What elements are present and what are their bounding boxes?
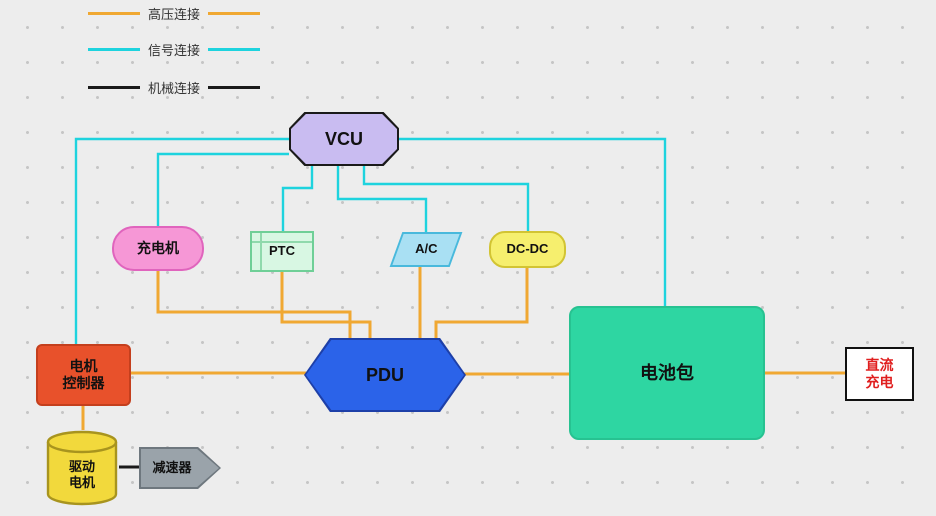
node-ptc: PTC bbox=[250, 231, 314, 272]
mechanical-line-swatch bbox=[208, 86, 261, 89]
charger-label: 充电机 bbox=[137, 239, 179, 256]
legend-item-high-voltage: 高压连接 bbox=[88, 4, 261, 23]
high-voltage-line-swatch bbox=[208, 12, 261, 15]
motor-controller-label: 电机 控制器 bbox=[62, 357, 105, 392]
hv-charger-pdu bbox=[156, 271, 352, 340]
signal-vcu-dcdc bbox=[362, 166, 530, 231]
node-drive-motor: 驱动 电机 bbox=[45, 429, 119, 507]
legend-label: 高压连接 bbox=[148, 7, 201, 22]
hv-ptc-pdu bbox=[280, 272, 372, 340]
pdu-shape bbox=[306, 340, 464, 410]
node-ac: A/C bbox=[389, 232, 463, 267]
dc-charging-label: 直流 充电 bbox=[865, 356, 894, 391]
high-voltage-line-swatch bbox=[88, 12, 140, 15]
battery-pack-label: 电池包 bbox=[640, 362, 694, 383]
reducer-label: 减速器 bbox=[152, 459, 192, 475]
legend-item-mechanical: 机械连接 bbox=[88, 78, 261, 97]
legend-item-signal: 信号连接 bbox=[88, 40, 261, 59]
signal-vcu-battery bbox=[399, 137, 667, 306]
signal-vcu-ptc bbox=[281, 166, 314, 231]
drive-motor-cylinder-shape bbox=[46, 430, 118, 506]
node-vcu: VCU bbox=[289, 112, 399, 166]
node-battery-pack: 电池包 bbox=[569, 306, 765, 440]
signal-line-swatch bbox=[88, 48, 140, 51]
mechanical-line-swatch bbox=[88, 86, 140, 89]
signal-line-swatch bbox=[208, 48, 261, 51]
ac-label: A/C bbox=[414, 241, 438, 257]
drive-motor-label: 驱动 电机 bbox=[68, 458, 95, 490]
vcu-label: VCU bbox=[324, 128, 363, 149]
node-dcdc: DC-DC bbox=[489, 231, 566, 268]
node-motor-controller: 电机 控制器 bbox=[36, 344, 131, 406]
ptc-label: PTC bbox=[269, 243, 295, 259]
dcdc-label: DC-DC bbox=[506, 241, 549, 257]
node-charger: 充电机 bbox=[112, 226, 204, 271]
node-dc-charging: 直流 充电 bbox=[845, 347, 914, 401]
legend-label: 信号连接 bbox=[148, 43, 201, 58]
hv-dcdc-pdu bbox=[434, 268, 529, 340]
node-pdu: PDU bbox=[304, 338, 466, 412]
signal-vcu-charger bbox=[156, 152, 289, 226]
signal-vcu-motor-controller bbox=[74, 137, 289, 344]
vcu-shape bbox=[291, 114, 397, 164]
pdu-label: PDU bbox=[365, 364, 404, 385]
legend-label: 机械连接 bbox=[148, 81, 201, 96]
signal-vcu-ac bbox=[336, 166, 428, 232]
